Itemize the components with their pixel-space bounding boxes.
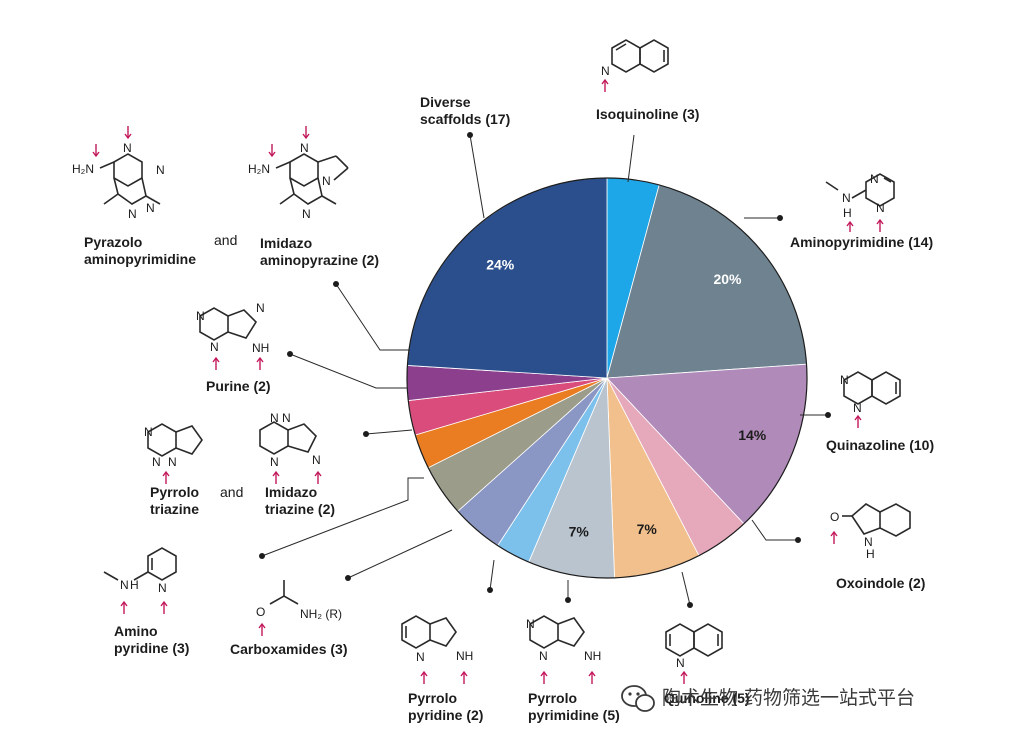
structures: N N N N H N N (72, 39, 911, 684)
label-pyrrolo-pyrimidine-2: pyrimidine (5) (528, 707, 620, 723)
label-oxoindole: Oxoindole (2) (836, 575, 925, 591)
label-pyrrolo-pyridine-2: pyridine (2) (408, 707, 483, 723)
pie-percent-label-5: 7% (569, 523, 590, 539)
svg-text:NH: NH (584, 649, 601, 663)
svg-text:N: N (539, 649, 548, 663)
svg-text:N: N (156, 163, 165, 177)
pie-percent-label-4: 7% (637, 521, 658, 537)
label-diverse-2: scaffolds (17) (420, 111, 510, 127)
label-imidazo-aminopyrazine-1: Imidazo (260, 235, 312, 251)
label-amino-pyridine-2: pyridine (3) (114, 640, 189, 656)
label-carboxamides: Carboxamides (3) (230, 641, 347, 657)
watermark: 陶术生物 药物筛选一站式平台 (621, 685, 915, 712)
label-imidazo-aminopyrazine-2: aminopyrazine (2) (260, 252, 379, 268)
svg-text:N: N (876, 201, 885, 215)
svg-text:O: O (256, 605, 265, 619)
svg-text:N: N (416, 650, 425, 664)
wechat-icon (621, 685, 655, 712)
label-purine: Purine (2) (206, 378, 271, 394)
svg-text:N: N (128, 207, 137, 221)
svg-text:N: N (302, 207, 311, 221)
svg-text:H₂N: H₂N (72, 162, 94, 176)
svg-text:N: N (840, 373, 849, 387)
svg-text:O: O (830, 510, 839, 524)
svg-text:N: N (196, 309, 205, 323)
label-quinazoline: Quinazoline (10) (826, 437, 934, 453)
svg-text:N: N (144, 425, 153, 439)
isoquinoline-structure: N (601, 39, 669, 92)
svg-text:N: N (864, 535, 873, 549)
svg-text:N: N (526, 617, 535, 631)
oxoindole-structure: O N H (830, 503, 911, 561)
svg-text:NH: NH (252, 341, 269, 355)
svg-text:N: N (853, 401, 862, 415)
pie-percent-label-2: 14% (738, 427, 767, 443)
aminopyrimidine-structure: N N N H (825, 172, 895, 232)
leader-lines (259, 132, 831, 608)
svg-text:N: N (300, 141, 309, 155)
carboxamide-structure: O NH₂ (R) (256, 580, 342, 636)
svg-text:N: N (120, 578, 129, 592)
pie-percent-label-1: 20% (713, 271, 742, 287)
svg-text:N: N (676, 656, 685, 670)
label-pyrrolo-pyridine-1: Pyrrolo (408, 690, 457, 706)
quinoline-structure: N (665, 623, 723, 684)
label-aminopyrimidine: Aminopyrimidine (14) (790, 234, 933, 250)
pie-outline (406, 177, 808, 579)
quinazoline-structure: N N (840, 371, 901, 428)
label-pyrrolo-pyrimidine-1: Pyrrolo (528, 690, 577, 706)
label-and-triazine: and (220, 484, 243, 500)
svg-text:N: N (256, 301, 265, 315)
svg-text:N: N (312, 453, 321, 467)
amino-pyridine-structure: N N H (103, 547, 177, 614)
svg-text:N: N (601, 64, 610, 78)
svg-text:H: H (130, 578, 139, 592)
label-isoquinoline: Isoquinoline (3) (596, 106, 699, 122)
svg-text:NH: NH (456, 649, 473, 663)
svg-text:N: N (168, 455, 177, 469)
label-imidazo-triazine-2: triazine (2) (265, 501, 335, 517)
label-amino-pyridine-1: Amino (114, 623, 158, 639)
label-and-pyrazolo: and (214, 232, 237, 248)
svg-text:N: N (270, 411, 279, 425)
label-quinoline: Quinoline (5) (664, 690, 750, 706)
label-imidazo-triazine-1: Imidazo (265, 484, 317, 500)
pie-slice-12 (406, 177, 608, 379)
pie-chart (406, 177, 808, 579)
pyrazolo-aminopyrimidine-structure: H₂N N N N N (72, 126, 165, 221)
label-pyrazolo-1: Pyrazolo (84, 234, 142, 250)
watermark-text: 陶术生物 药物筛选一站式平台 (662, 687, 915, 709)
imidazo-aminopyrazine-structure: H₂N N N N (248, 126, 349, 221)
svg-text:N: N (158, 581, 167, 595)
label-diverse-1: Diverse (420, 94, 471, 110)
svg-text:N: N (870, 172, 879, 186)
svg-text:N: N (282, 411, 291, 425)
label-pyrrolo-triazine-1: Pyrrolo (150, 484, 199, 500)
purine-structure: N N N NH (196, 301, 269, 370)
svg-text:NH₂ (R): NH₂ (R) (300, 607, 342, 621)
label-pyrrolo-triazine-2: triazine (150, 501, 199, 517)
svg-text:H: H (843, 206, 852, 220)
label-pyrazolo-2: aminopyrimidine (84, 251, 196, 267)
svg-text:N: N (270, 455, 279, 469)
pyrrolo-pyrimidine-structure: N N NH (526, 615, 601, 684)
svg-text:N: N (210, 340, 219, 354)
svg-text:N: N (152, 455, 161, 469)
imidazo-triazine-structure: N N N N (259, 411, 322, 484)
pyrrolo-triazine-structure: N N N (144, 423, 203, 484)
svg-text:N: N (322, 174, 331, 188)
svg-text:H₂N: H₂N (248, 162, 270, 176)
svg-text:H: H (866, 547, 875, 561)
pie-percent-labels: 20% 14% 7% 7% 24% (486, 256, 767, 539)
slice-labels: Diverse scaffolds (17) Isoquinoline (3) … (84, 94, 934, 723)
pie-percent-label-12: 24% (486, 256, 515, 272)
pyrrolo-pyridine-structure: N NH (401, 615, 473, 684)
svg-text:N: N (842, 191, 851, 205)
svg-text:N: N (146, 201, 155, 215)
svg-text:N: N (123, 141, 132, 155)
